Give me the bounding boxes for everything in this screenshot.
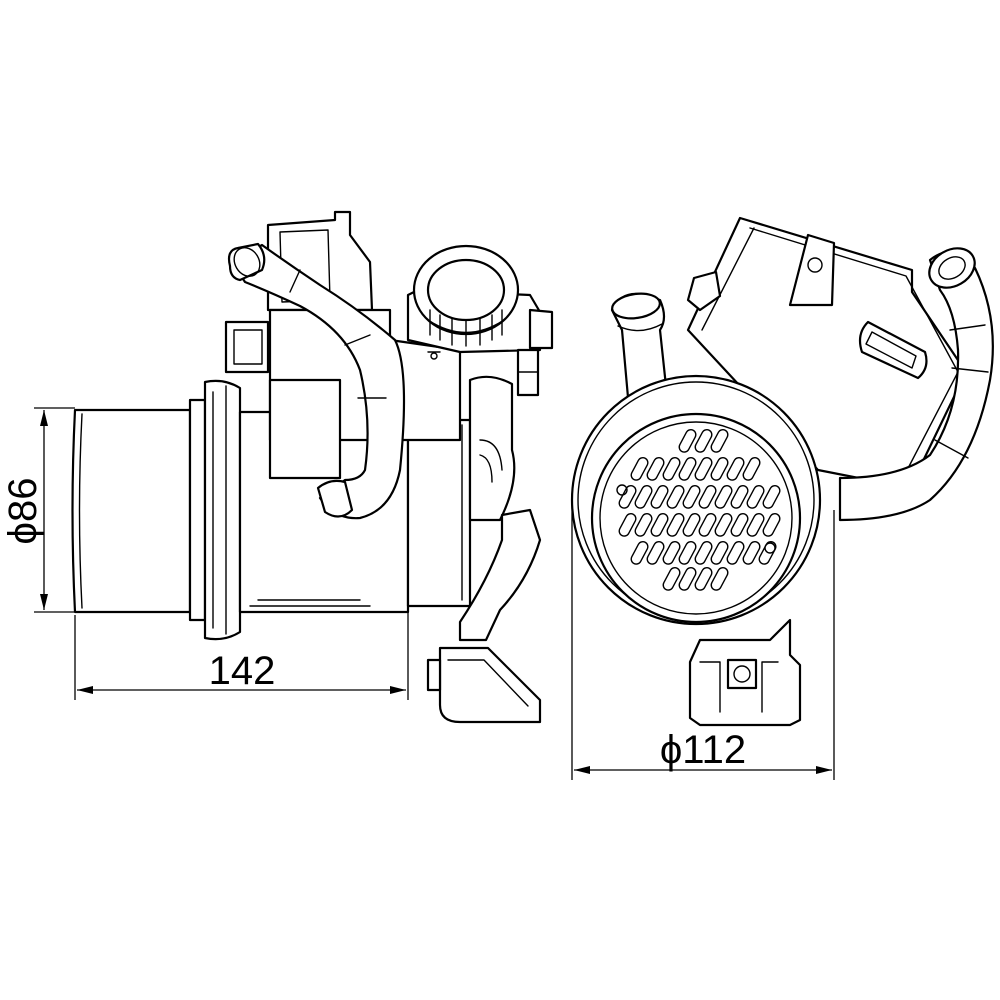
side-view: ϕ86 142	[1, 210, 554, 724]
cooler-channel	[662, 541, 681, 565]
cooler-channel	[746, 485, 765, 509]
cooler-channel	[682, 485, 701, 509]
cooler-channel	[710, 429, 729, 453]
cooler-channel	[742, 457, 761, 481]
cooler-channel	[730, 485, 749, 509]
dim-diameter-left-label: ϕ86	[1, 478, 45, 545]
end-view: ϕ112	[570, 216, 994, 780]
cooler-channel	[634, 485, 653, 509]
coolant-pipe	[227, 242, 406, 520]
cooler-channel	[714, 485, 733, 509]
cooler-channel	[678, 541, 697, 565]
cooler-channel	[694, 429, 713, 453]
channel-grid	[618, 429, 781, 591]
cooler-channel	[694, 567, 713, 591]
cooler-channel	[618, 485, 637, 509]
cooler-channel	[634, 513, 653, 537]
outlet-pipe-right	[838, 247, 994, 522]
cooler-channel	[694, 541, 713, 565]
cooler-channel	[646, 541, 665, 565]
cooler-channel	[646, 457, 665, 481]
cooler-channel	[682, 513, 701, 537]
dim-length-label: 142	[209, 649, 276, 693]
cooler-channel	[714, 513, 733, 537]
cooler-channel	[698, 513, 717, 537]
cooler-channel	[666, 485, 685, 509]
cooler-channel	[678, 429, 697, 453]
cooler-channel	[662, 457, 681, 481]
cooler-channel	[698, 485, 717, 509]
cooler-channel	[694, 457, 713, 481]
cooler-channel	[666, 513, 685, 537]
dim-diameter-right-label: ϕ112	[660, 728, 746, 772]
cooler-channel	[746, 513, 765, 537]
cooler-channel	[650, 485, 669, 509]
cooler-channel	[742, 541, 761, 565]
cooler-channel	[762, 513, 781, 537]
cooler-channel	[758, 541, 777, 565]
dim-length	[74, 612, 409, 700]
cooler-channel	[710, 457, 729, 481]
cooler-channel	[630, 457, 649, 481]
cooler-channel	[678, 567, 697, 591]
dim-diameter-left	[34, 407, 75, 613]
cooler-channel	[618, 513, 637, 537]
bottom-mount	[688, 618, 802, 727]
cooler-channel	[730, 513, 749, 537]
mounting-bracket	[426, 375, 542, 724]
cooler-channel	[650, 513, 669, 537]
cooler-channel	[630, 541, 649, 565]
cooler-box	[686, 216, 968, 490]
cooler-channel	[710, 567, 729, 591]
cooler-channel	[710, 541, 729, 565]
cooler-channel	[678, 457, 697, 481]
outlet-ring	[406, 244, 554, 397]
cooler-channel	[762, 485, 781, 509]
cooler-channel	[662, 567, 681, 591]
cooler-channel	[726, 541, 745, 565]
dim-diameter-right	[571, 500, 835, 780]
cooler-channel	[726, 457, 745, 481]
